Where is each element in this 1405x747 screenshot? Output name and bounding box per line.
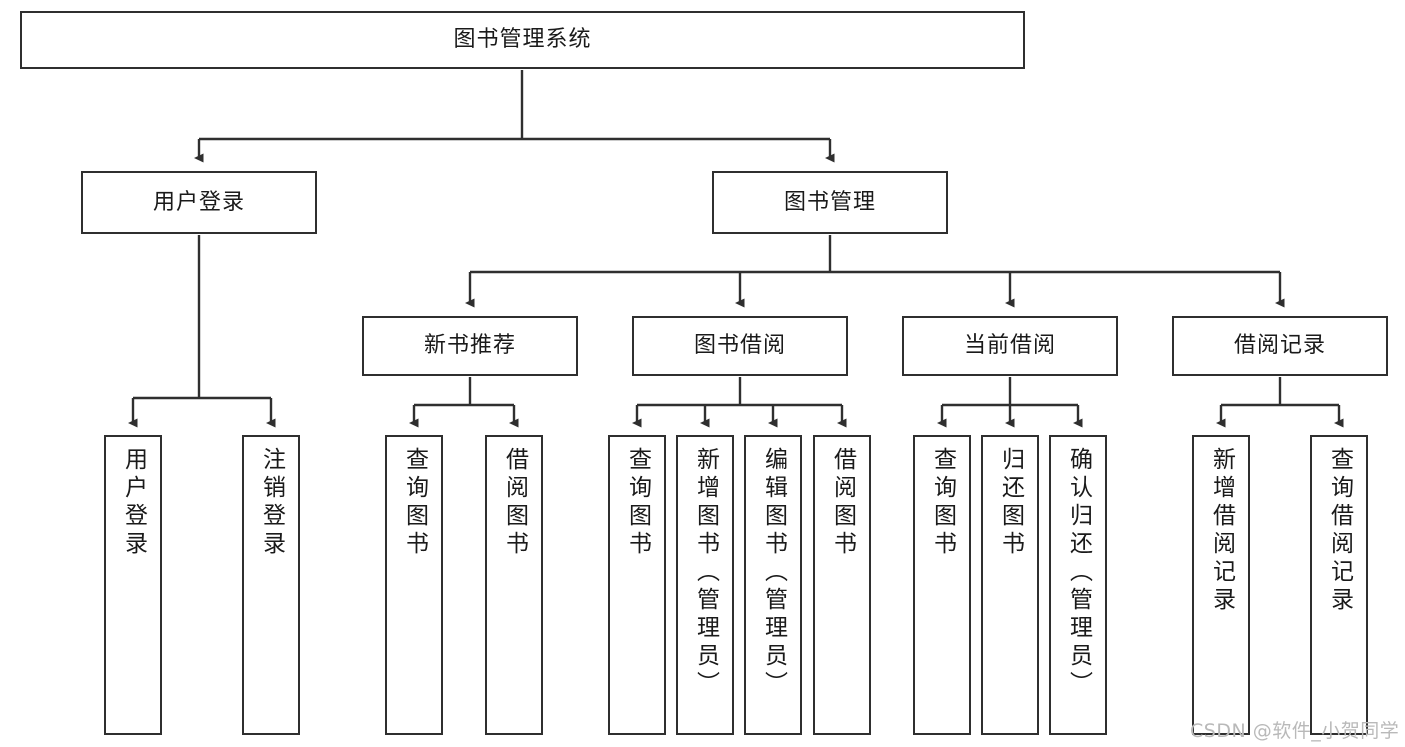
leaf-query-book-recommend-label: 查询图书: [401, 447, 428, 559]
leaf-query-book-current[interactable]: 查询图书: [913, 435, 971, 735]
leaf-logout-label: 注销登录: [258, 447, 285, 559]
csdn-watermark: CSDN @软件_小贺同学: [1190, 720, 1400, 742]
leaf-query-book-borrow[interactable]: 查询图书: [608, 435, 666, 735]
leaf-confirm-return-admin-label: 确认归还（管理员）: [1065, 447, 1092, 699]
leaf-add-book-admin[interactable]: 新增图书（管理员）: [676, 435, 734, 735]
leaf-query-borrow-record[interactable]: 查询借阅记录: [1310, 435, 1368, 735]
leaf-borrow-book-recommend-label: 借阅图书: [501, 447, 528, 559]
node-new-book-recommend-label: 新书推荐: [423, 333, 516, 359]
node-borrow-record[interactable]: 借阅记录: [1172, 316, 1388, 376]
node-book-borrow[interactable]: 图书借阅: [632, 316, 848, 376]
node-book-management-label: 图书管理: [783, 189, 876, 215]
node-user-login-label: 用户登录: [152, 189, 245, 215]
leaf-borrow-book[interactable]: 借阅图书: [813, 435, 871, 735]
node-root[interactable]: 图书管理系统: [20, 11, 1025, 69]
leaf-query-borrow-record-label: 查询借阅记录: [1326, 447, 1353, 615]
leaf-borrow-book-label: 借阅图书: [829, 447, 856, 559]
node-book-borrow-label: 图书借阅: [693, 333, 786, 359]
node-root-label: 图书管理系统: [453, 27, 592, 53]
leaf-return-book-label: 归还图书: [997, 447, 1024, 559]
node-borrow-record-label: 借阅记录: [1233, 333, 1326, 359]
leaf-return-book[interactable]: 归还图书: [981, 435, 1039, 735]
node-user-login[interactable]: 用户登录: [81, 171, 317, 234]
leaf-user-login[interactable]: 用户登录: [104, 435, 162, 735]
leaf-add-borrow-record-label: 新增借阅记录: [1208, 447, 1235, 615]
node-book-management[interactable]: 图书管理: [712, 171, 948, 234]
leaf-add-borrow-record[interactable]: 新增借阅记录: [1192, 435, 1250, 735]
leaf-query-book-recommend[interactable]: 查询图书: [385, 435, 443, 735]
leaf-logout[interactable]: 注销登录: [242, 435, 300, 735]
leaf-user-login-label: 用户登录: [120, 447, 147, 559]
leaf-add-book-admin-label: 新增图书（管理员）: [692, 447, 719, 699]
leaf-edit-book-admin-label: 编辑图书（管理员）: [760, 447, 787, 699]
leaf-query-book-borrow-label: 查询图书: [624, 447, 651, 559]
node-current-borrow-label: 当前借阅: [963, 333, 1056, 359]
leaf-edit-book-admin[interactable]: 编辑图书（管理员）: [744, 435, 802, 735]
node-current-borrow[interactable]: 当前借阅: [902, 316, 1118, 376]
leaf-query-book-current-label: 查询图书: [929, 447, 956, 559]
node-new-book-recommend[interactable]: 新书推荐: [362, 316, 578, 376]
leaf-borrow-book-recommend[interactable]: 借阅图书: [485, 435, 543, 735]
leaf-confirm-return-admin[interactable]: 确认归还（管理员）: [1049, 435, 1107, 735]
